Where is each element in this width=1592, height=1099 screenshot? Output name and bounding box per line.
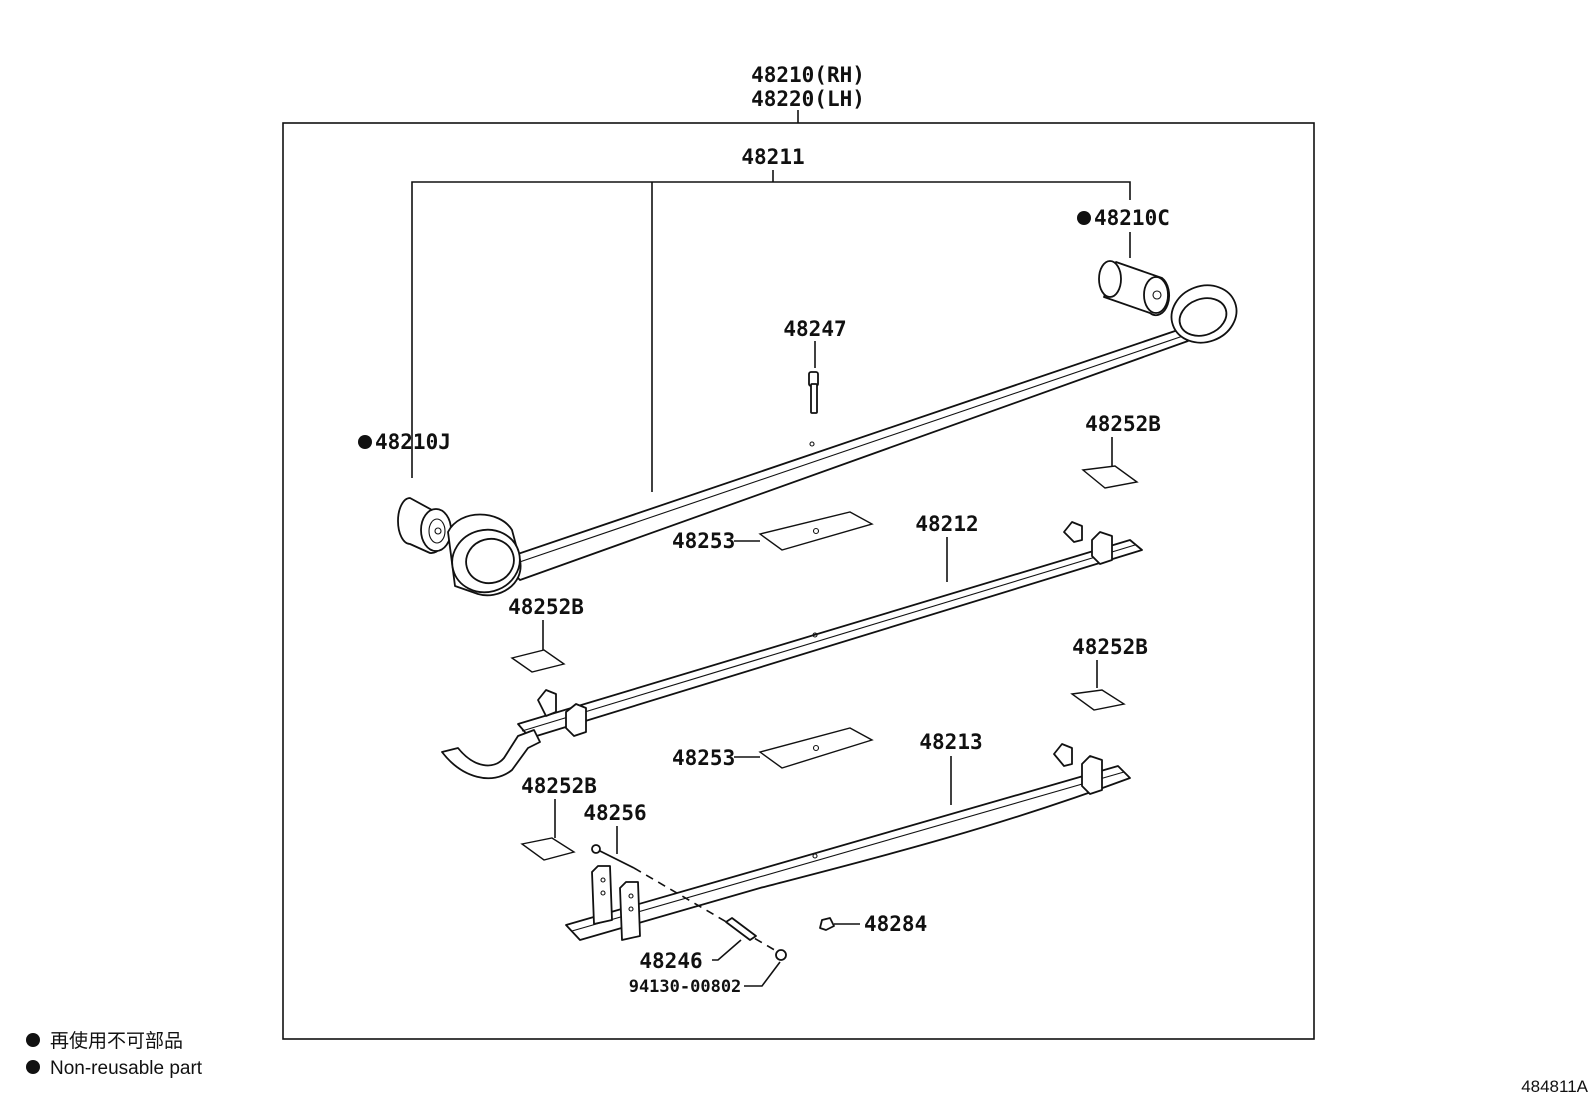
bumper[interactable]: [819, 917, 835, 931]
svg-text:48210C: 48210C: [1094, 206, 1170, 230]
non-reusable-marker-icon: [1077, 211, 1091, 225]
leaf-pad-2[interactable]: [758, 727, 874, 769]
label-48211[interactable]: 48211: [741, 145, 804, 169]
clip-spacer[interactable]: [725, 917, 757, 941]
label-48212[interactable]: 48212: [915, 512, 978, 536]
label-94130-00802[interactable]: 94130-00802: [629, 977, 742, 997]
leaf-spring-no2[interactable]: [441, 521, 1143, 779]
figure-id: 484811A: [1521, 1077, 1588, 1096]
label-48247[interactable]: 48247: [783, 317, 846, 341]
bushing-rear-label[interactable]: 48210J: [358, 430, 451, 454]
leaf-insert-3[interactable]: [1070, 689, 1126, 711]
rivet[interactable]: [775, 949, 787, 961]
bushing-front[interactable]: [1098, 260, 1171, 317]
clip-bolt[interactable]: [591, 844, 635, 869]
label-48252b-2[interactable]: 48252B: [508, 595, 584, 619]
legend: 再使用不可部品 Non-reusable part: [26, 1030, 203, 1079]
non-reusable-marker-icon: [26, 1033, 40, 1047]
label-48284[interactable]: 48284: [864, 912, 927, 936]
leaf-spring-no3[interactable]: [565, 743, 1131, 941]
legend-japanese: 再使用不可部品: [50, 1030, 183, 1052]
legend-english: Non-reusable part: [50, 1058, 203, 1079]
bushing-front-label[interactable]: 48210C: [1077, 206, 1170, 230]
leaf-spring-no1[interactable]: [445, 276, 1244, 599]
label-48252b-1[interactable]: 48252B: [1085, 412, 1161, 436]
leaf-insert-4[interactable]: [520, 837, 576, 861]
label-48253-2[interactable]: 48253: [672, 746, 735, 770]
label-48213[interactable]: 48213: [919, 730, 982, 754]
leaf-insert-1[interactable]: [1081, 465, 1139, 489]
label-48253-1[interactable]: 48253: [672, 529, 735, 553]
label-48252b-4[interactable]: 48252B: [521, 774, 597, 798]
leaf-insert-2[interactable]: [510, 649, 566, 673]
assembly-label-rh[interactable]: 48210(RH): [751, 63, 865, 87]
svg-text:48210J: 48210J: [375, 430, 451, 454]
non-reusable-marker-icon: [358, 435, 372, 449]
label-48256[interactable]: 48256: [583, 801, 646, 825]
assembly-frame: [282, 122, 1315, 1040]
leaf-pad-1[interactable]: [758, 511, 874, 551]
center-bolt[interactable]: [808, 371, 819, 414]
label-48246[interactable]: 48246: [639, 949, 702, 973]
assembly-label-lh[interactable]: 48220(LH): [751, 87, 865, 111]
label-48252b-3[interactable]: 48252B: [1072, 635, 1148, 659]
bushing-rear[interactable]: [397, 497, 452, 554]
non-reusable-marker-icon: [26, 1060, 40, 1074]
